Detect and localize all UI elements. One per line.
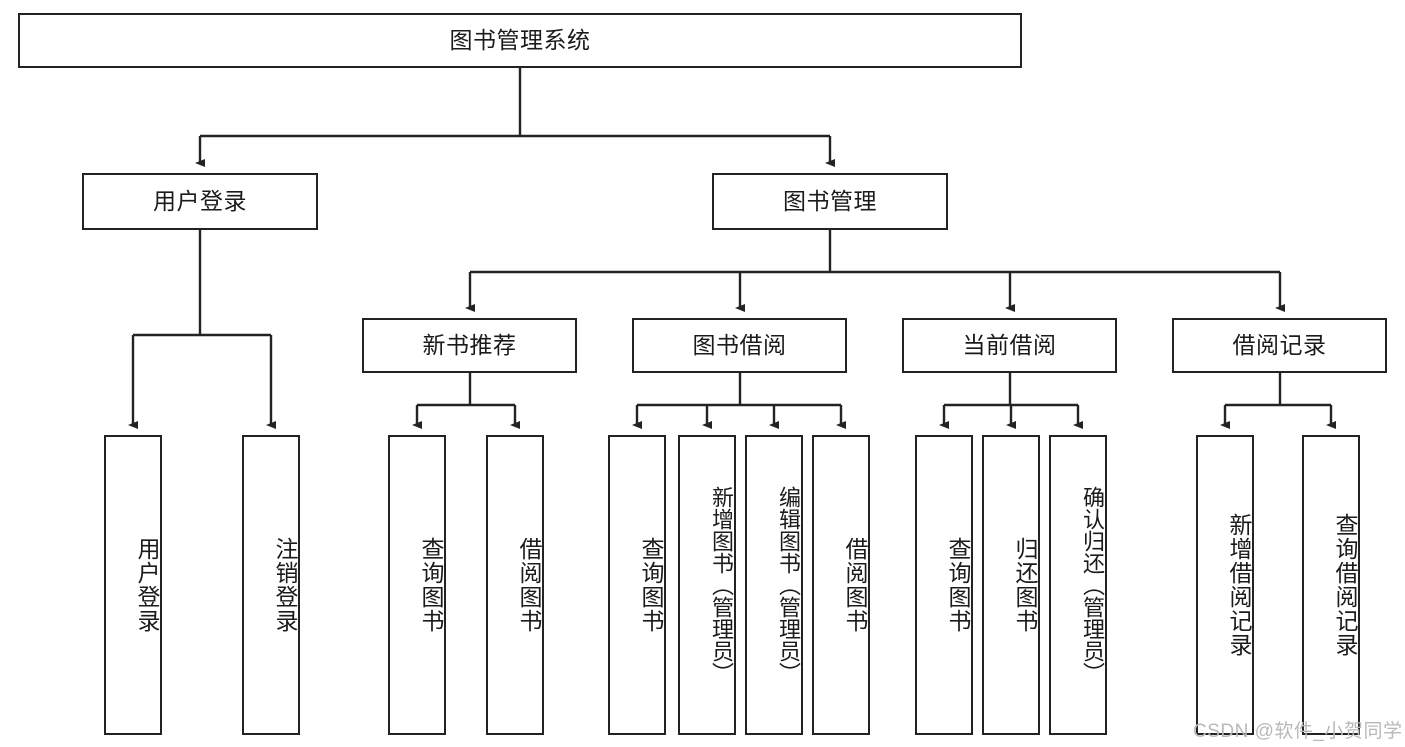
csdn-watermark: CSDN @软件_小贺同学: [1193, 721, 1403, 742]
node-leaf-borrow-book[interactable]: 借阅图书: [812, 435, 870, 735]
node-root[interactable]: 图书管理系统: [18, 13, 1022, 68]
node-leaf-add-record[interactable]: 新增借阅记录: [1196, 435, 1254, 735]
node-current-borrow[interactable]: 当前借阅: [902, 318, 1117, 373]
node-leaf-query-book-borrow[interactable]: 查询图书: [608, 435, 666, 735]
node-leaf-logout[interactable]: 注销登录: [242, 435, 300, 735]
node-leaf-query-book-current-label: 查询图书: [945, 537, 971, 633]
node-leaf-confirm-return-label: 确认归还（管理员）: [1080, 486, 1105, 684]
node-leaf-user-login-label: 用户登录: [134, 537, 160, 633]
node-leaf-query-book-borrow-label: 查询图书: [638, 537, 664, 633]
node-leaf-logout-label: 注销登录: [272, 537, 298, 633]
node-leaf-add-record-label: 新增借阅记录: [1226, 513, 1252, 657]
node-leaf-query-record[interactable]: 查询借阅记录: [1302, 435, 1360, 735]
node-borrow-record[interactable]: 借阅记录: [1172, 318, 1387, 373]
node-leaf-confirm-return[interactable]: 确认归还（管理员）: [1049, 435, 1107, 735]
node-leaf-edit-book[interactable]: 编辑图书（管理员）: [745, 435, 803, 735]
node-leaf-return-book[interactable]: 归还图书: [982, 435, 1040, 735]
node-leaf-add-book[interactable]: 新增图书（管理员）: [678, 435, 736, 735]
node-leaf-add-book-label: 新增图书（管理员）: [709, 486, 734, 684]
node-leaf-borrow-book-label: 借阅图书: [842, 537, 868, 633]
node-leaf-return-book-label: 归还图书: [1012, 537, 1038, 633]
node-new-book-rec[interactable]: 新书推荐: [362, 318, 577, 373]
node-leaf-query-book-rec[interactable]: 查询图书: [388, 435, 446, 735]
node-user-login-label: 用户登录: [153, 187, 247, 214]
node-user-login[interactable]: 用户登录: [82, 173, 318, 230]
node-borrow-record-label: 借阅记录: [1232, 331, 1327, 358]
node-book-borrow[interactable]: 图书借阅: [632, 318, 847, 373]
node-leaf-borrow-book-rec-label: 借阅图书: [516, 537, 542, 633]
node-root-label: 图书管理系统: [449, 26, 591, 53]
node-leaf-edit-book-label: 编辑图书（管理员）: [776, 486, 801, 684]
node-leaf-query-book-rec-label: 查询图书: [418, 537, 444, 633]
node-leaf-query-book-current[interactable]: 查询图书: [915, 435, 973, 735]
node-leaf-query-record-label: 查询借阅记录: [1332, 513, 1358, 657]
node-book-manage-label: 图书管理: [783, 187, 877, 214]
node-new-book-rec-label: 新书推荐: [422, 331, 517, 358]
node-book-manage[interactable]: 图书管理: [712, 173, 948, 230]
node-current-borrow-label: 当前借阅: [962, 331, 1057, 358]
node-book-borrow-label: 图书借阅: [692, 331, 787, 358]
node-leaf-user-login[interactable]: 用户登录: [104, 435, 162, 735]
node-leaf-borrow-book-rec[interactable]: 借阅图书: [486, 435, 544, 735]
